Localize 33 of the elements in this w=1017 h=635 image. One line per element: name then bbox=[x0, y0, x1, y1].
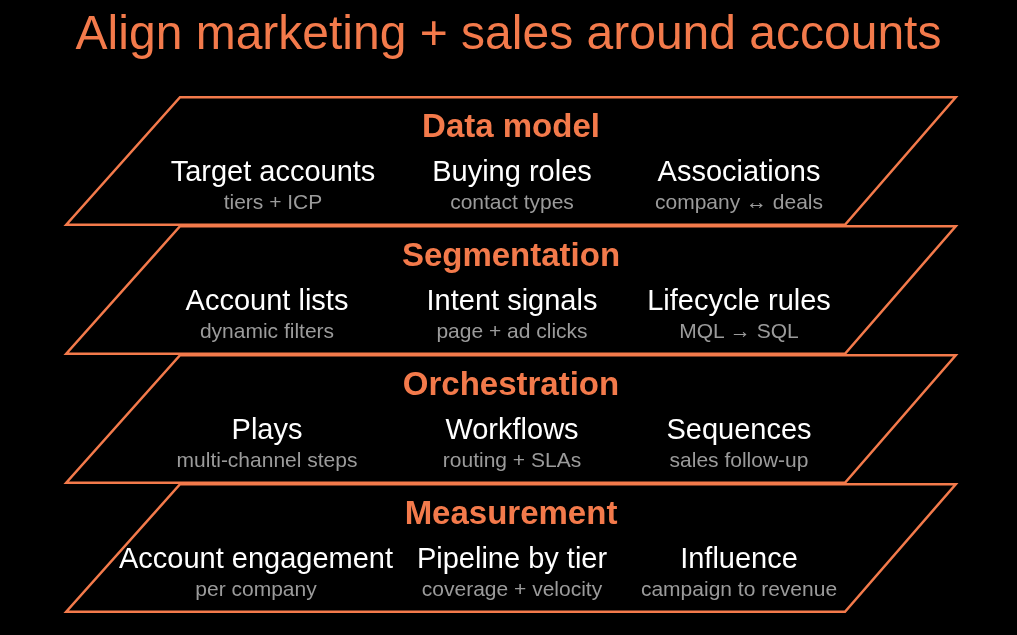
item-subtitle: campaign to revenue bbox=[640, 576, 838, 601]
layer-parallelogram bbox=[65, 225, 957, 355]
item-subtitle: coverage + velocity bbox=[421, 576, 603, 601]
layer-parallelogram bbox=[65, 96, 957, 226]
item-title: Buying roles bbox=[432, 155, 592, 187]
layer-parallelogram bbox=[65, 483, 957, 613]
item-title: Account lists bbox=[185, 284, 349, 316]
layer-parallelogram bbox=[65, 354, 957, 484]
item-subtitle: routing + SLAs bbox=[442, 447, 582, 472]
item-title: Workflows bbox=[445, 413, 579, 445]
item-title: Sequences bbox=[666, 413, 812, 445]
layer-heading: Segmentation bbox=[401, 236, 621, 274]
item-subtitle: page + ad clicks bbox=[436, 318, 588, 343]
item-subtitle: multi-channel steps bbox=[176, 447, 358, 472]
item-title: Associations bbox=[657, 155, 821, 187]
item-title: Pipeline by tier bbox=[416, 542, 608, 574]
item-title: Account engagement bbox=[118, 542, 394, 574]
item-subtitle: contact types bbox=[450, 189, 574, 214]
item-subtitle: dynamic filters bbox=[199, 318, 335, 343]
diagram-title: Align marketing + sales around accounts bbox=[75, 5, 942, 61]
item-subtitle: per company bbox=[195, 576, 317, 601]
item-subtitle: tiers + ICP bbox=[223, 189, 323, 214]
layer-heading: Measurement bbox=[404, 494, 618, 532]
layer-heading: Orchestration bbox=[402, 365, 620, 403]
item-title: Influence bbox=[680, 542, 798, 574]
layer-heading: Data model bbox=[422, 107, 600, 145]
item-subtitle: sales follow-up bbox=[669, 447, 809, 472]
item-title: Intent signals bbox=[426, 284, 598, 316]
item-subtitle: MQL → SQL bbox=[679, 318, 799, 343]
item-subtitle: company ↔ deals bbox=[654, 189, 824, 214]
item-title: Target accounts bbox=[170, 155, 376, 187]
item-title: Plays bbox=[231, 413, 303, 445]
item-title: Lifecycle rules bbox=[647, 284, 831, 316]
